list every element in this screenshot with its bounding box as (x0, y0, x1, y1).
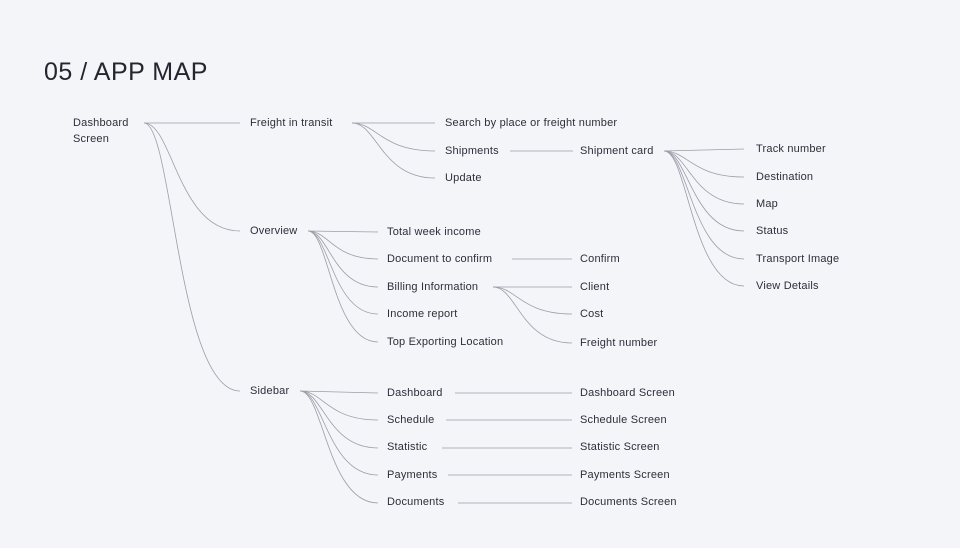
node-transport-image: Transport Image (756, 253, 840, 265)
page-title: 05 / APP MAP (44, 58, 208, 86)
node-sidebar: Sidebar (250, 385, 290, 397)
node-dashboard-screen-root: Dashboard Screen (73, 117, 129, 145)
node-payments-screen: Payments Screen (580, 469, 670, 481)
node-sidebar-payments: Payments (387, 469, 438, 481)
node-confirm: Confirm (580, 253, 620, 265)
connector-sidebar-documents (299, 390, 379, 504)
connector-root-sidebar (143, 122, 241, 392)
node-documents-screen: Documents Screen (580, 496, 677, 508)
connector-billing-freight (492, 286, 573, 344)
node-statistic-screen: Statistic Screen (580, 441, 660, 453)
connector-overview-top (307, 230, 379, 343)
node-search: Search by place or freight number (445, 117, 618, 129)
connector-overview-document (307, 230, 379, 260)
connector-card-status (663, 150, 745, 232)
node-sidebar-documents: Documents (387, 496, 445, 508)
node-top-exporting-location: Top Exporting Location (387, 336, 504, 348)
connector-sidebar-dashboard (299, 390, 379, 394)
connector-overview-report (307, 230, 379, 315)
connector-freight-update (351, 122, 436, 179)
node-shipments: Shipments (445, 145, 499, 157)
connector-freight-shipments (351, 122, 436, 152)
connector-card-track (663, 148, 745, 152)
node-view-details: View Details (756, 280, 819, 292)
node-shipment-card: Shipment card (580, 145, 654, 157)
connector-sidebar-payments (299, 390, 379, 476)
connector-root-overview (143, 122, 241, 232)
connector-card-destination (663, 150, 745, 178)
connector-card-details (663, 150, 745, 287)
connector-billing-cost (492, 286, 573, 315)
node-cost: Cost (580, 308, 604, 320)
connector-sidebar-schedule (299, 390, 379, 421)
node-dashboard-screen: Dashboard Screen (580, 387, 675, 399)
node-freight-number: Freight number (580, 337, 658, 349)
connector-card-transport (663, 150, 745, 260)
node-client: Client (580, 281, 610, 293)
node-schedule-screen: Schedule Screen (580, 414, 667, 426)
node-track-number: Track number (756, 143, 826, 155)
node-sidebar-schedule: Schedule (387, 414, 435, 426)
node-document-to-confirm: Document to confirm (387, 253, 493, 265)
node-sidebar-dashboard: Dashboard (387, 387, 443, 399)
node-map: Map (756, 198, 778, 210)
node-destination: Destination (756, 171, 814, 183)
node-update: Update (445, 172, 482, 184)
node-freight-in-transit: Freight in transit (250, 117, 333, 129)
node-overview: Overview (250, 225, 298, 237)
connector-sidebar-statistic (299, 390, 379, 449)
node-total-week-income: Total week income (387, 226, 481, 238)
node-sidebar-statistic: Statistic (387, 441, 428, 453)
node-income-report: Income report (387, 308, 458, 320)
node-status: Status (756, 225, 789, 237)
connector-overview-billing (307, 230, 379, 288)
connector-overview-income (307, 230, 379, 233)
connector-card-map (663, 150, 745, 205)
node-billing-information: Billing Information (387, 281, 479, 293)
